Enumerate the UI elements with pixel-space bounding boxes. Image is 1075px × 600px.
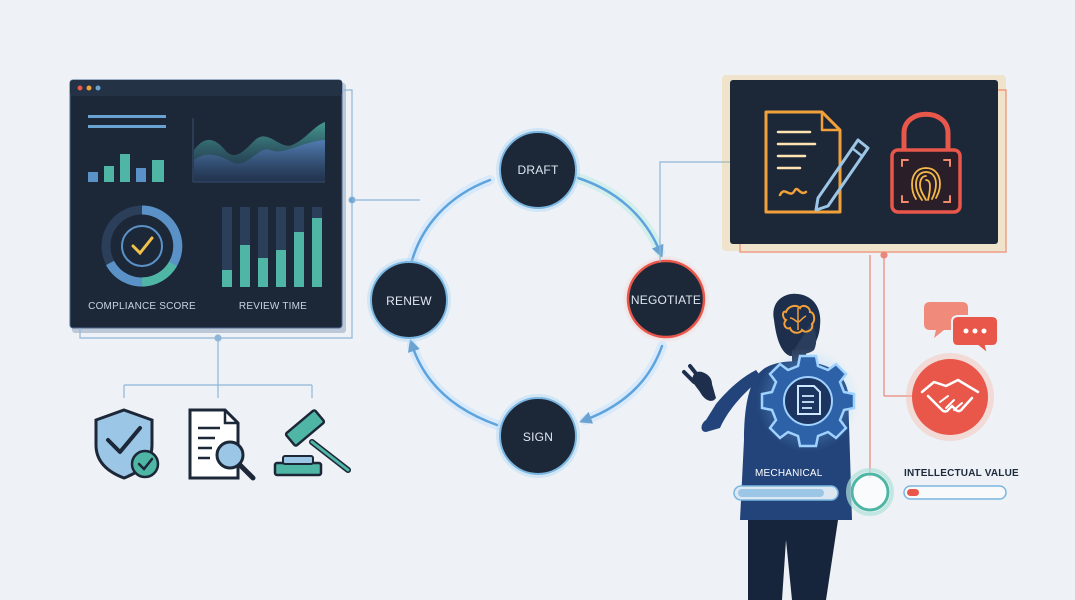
- mini-bar-chart: [88, 154, 164, 182]
- node-label-renew: RENEW: [386, 294, 432, 308]
- contract-pen-icon: [764, 110, 870, 214]
- gavel-icon: [273, 409, 351, 477]
- review-time-label: REVIEW TIME: [238, 301, 308, 312]
- lifecycle-cycle: [367, 128, 710, 478]
- checkmark-icon: [131, 236, 154, 256]
- compliance-score-label: COMPLIANCE SCORE: [88, 301, 196, 312]
- panel-connector: [869, 251, 912, 478]
- arrow-draft-negotiate: [576, 176, 664, 258]
- review-time-chart: [222, 207, 322, 287]
- window-close-dot: [77, 85, 83, 91]
- mechanical-meter: [733, 485, 839, 501]
- window-max-dot: [95, 85, 101, 91]
- signature-security-panel: [722, 75, 1007, 253]
- document-search-icon: [188, 408, 256, 481]
- intellectual-value-meter: [903, 485, 1007, 500]
- intellectual-meter-fill: [907, 489, 919, 496]
- fingerprint-lock-icon: [890, 111, 962, 214]
- dashboard-connector: [123, 196, 420, 398]
- person-figure: [682, 293, 860, 600]
- chat-bubbles-icon: [924, 302, 999, 357]
- node-label-draft: DRAFT: [517, 163, 559, 177]
- node-renew: [370, 261, 448, 339]
- arrow-sign-renew: [407, 339, 499, 427]
- mechanical-label: MECHANICAL: [755, 468, 823, 479]
- dash-text-line: [88, 115, 166, 118]
- document-gear-icon: [760, 354, 856, 448]
- arrow-renew-draft: [405, 178, 492, 275]
- analytics-dashboard: [69, 79, 353, 339]
- mechanical-meter-fill: [738, 489, 824, 497]
- value-dial: [846, 468, 894, 516]
- node-label-sign: SIGN: [522, 430, 554, 444]
- dash-text-line: [88, 125, 166, 128]
- area-chart: [192, 118, 325, 183]
- arrow-negotiate-sign: [579, 344, 664, 424]
- negotiate-connector: [659, 161, 730, 262]
- intellectual-value-label: INTELLECTUAL VALUE: [904, 468, 1019, 479]
- window-min-dot: [86, 85, 92, 91]
- handshake-icon: [906, 353, 994, 441]
- node-draft: [499, 131, 577, 209]
- compliance-score-gauge: [101, 205, 183, 287]
- node-sign: [499, 397, 577, 475]
- node-label-negotiate: NEGOTIATE: [630, 293, 702, 307]
- node-negotiate: [626, 259, 706, 339]
- brain-icon: [782, 304, 816, 334]
- shield-check-icon: [94, 408, 160, 480]
